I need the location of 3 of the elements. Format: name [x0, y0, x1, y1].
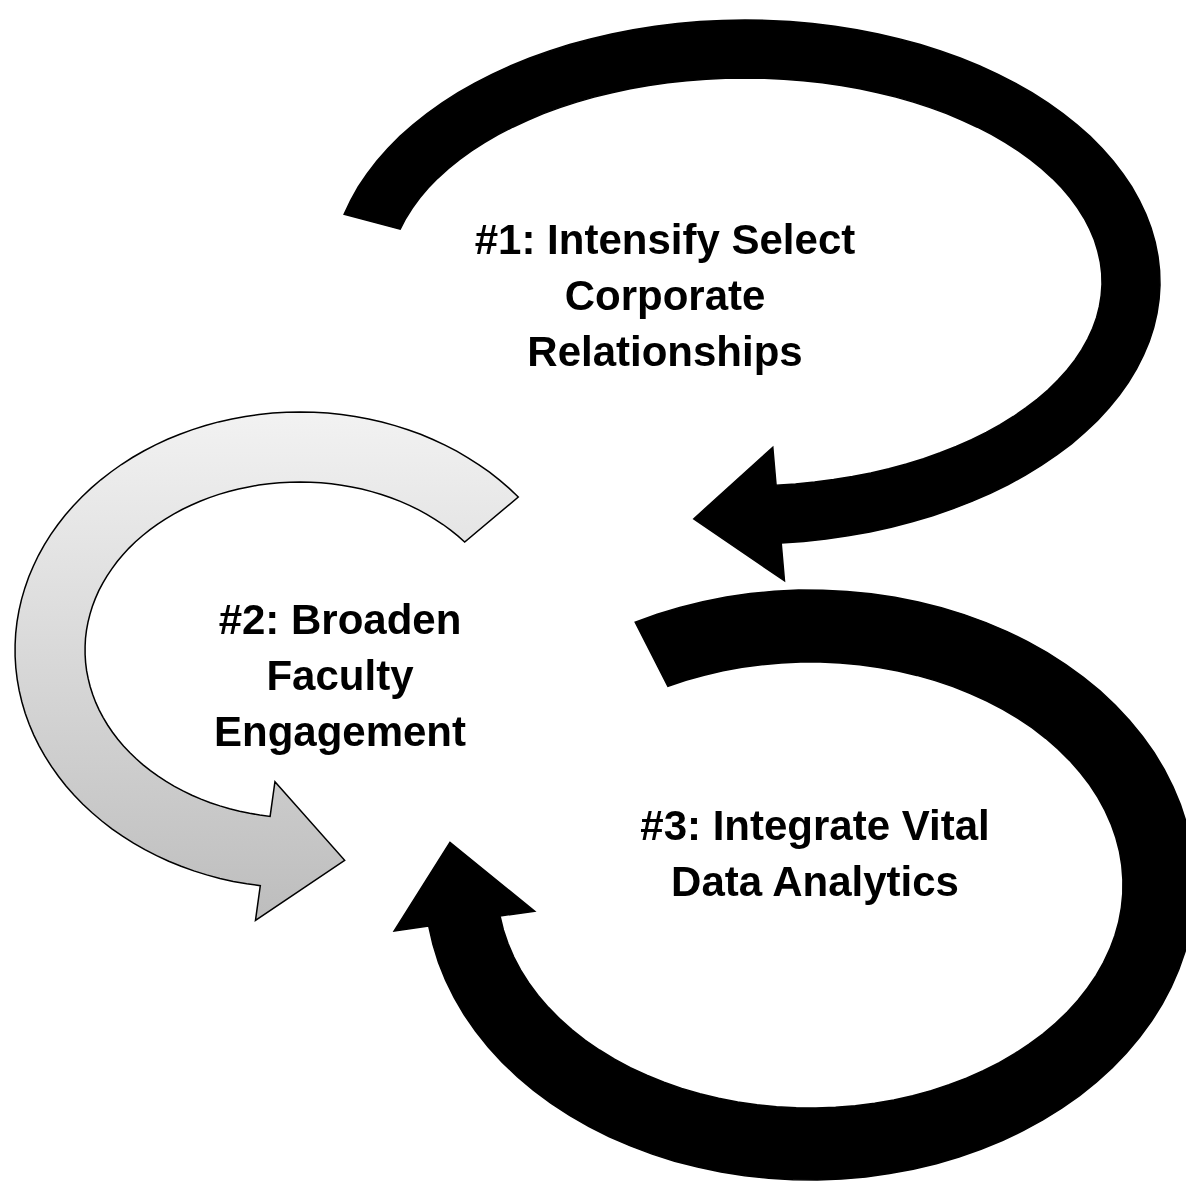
step-label: #2: Broaden Faculty Engagement — [212, 595, 467, 757]
step-label: #1: Intensify Select Corporate Relationships — [473, 215, 857, 377]
step-label: #3: Integrate Vital Data Analytics — [640, 801, 990, 907]
